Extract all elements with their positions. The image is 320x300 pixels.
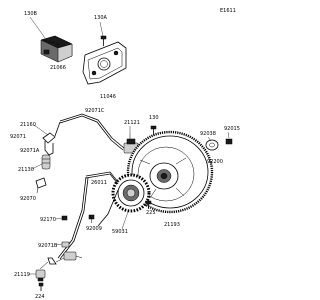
screw-224	[38, 282, 44, 291]
wire-main	[59, 113, 125, 149]
callout-92170: 92170	[40, 217, 56, 223]
callout-92009: 92009	[86, 226, 102, 232]
washer	[205, 139, 219, 151]
callout-21119: 21119	[14, 272, 30, 278]
connector-92070	[35, 177, 47, 194]
callout-130: 130	[149, 115, 159, 121]
leader-130B	[29, 16, 46, 39]
callout-225: 225	[146, 210, 156, 216]
grommet-92071B	[61, 241, 70, 248]
clamp-92170	[61, 215, 68, 221]
callout-92071: 92071	[10, 134, 26, 140]
plug-cap	[41, 132, 56, 170]
callout-224: 224	[35, 294, 45, 300]
drawing-code: E1611	[220, 8, 236, 14]
callout-92071A: 92071A	[20, 148, 40, 154]
callout-26011: 26011	[91, 180, 107, 186]
callout-21130: 21130	[18, 167, 34, 173]
callout-130A: 130A	[94, 15, 108, 21]
callout-92071B: 92071B	[38, 243, 58, 249]
mounting-bracket	[82, 41, 127, 85]
bolt-130A	[100, 35, 107, 46]
clamp-92009	[88, 214, 95, 223]
sensor-21119	[35, 261, 49, 282]
callout-21121: 21121	[124, 120, 140, 126]
callout-92015: 92015	[224, 126, 240, 132]
pickup-coil	[123, 133, 139, 154]
callout-21066: 21066	[50, 65, 66, 71]
bolt-225	[145, 200, 152, 209]
callout-92071C: 92071C	[85, 108, 105, 114]
nut-92015	[225, 138, 233, 145]
regulator-rectifier	[40, 35, 73, 63]
callout-92070: 92070	[20, 196, 36, 202]
callout-130B: 130B	[24, 11, 38, 17]
callout-59031: 59031	[112, 229, 128, 235]
callout-21193: 21193	[164, 222, 180, 228]
connector-lower	[47, 251, 83, 265]
exploded-parts-diagram: E1611 130B 21066 130A 11046 92071C 21160	[10, 8, 240, 300]
leader-130A	[99, 21, 104, 37]
stator	[111, 173, 151, 213]
callout-21160: 21160	[20, 122, 36, 128]
callout-92200: 92200	[207, 159, 223, 165]
callout-92038: 92038	[200, 131, 216, 137]
harness-lower	[57, 176, 87, 259]
callout-11046: 11046	[100, 94, 116, 100]
